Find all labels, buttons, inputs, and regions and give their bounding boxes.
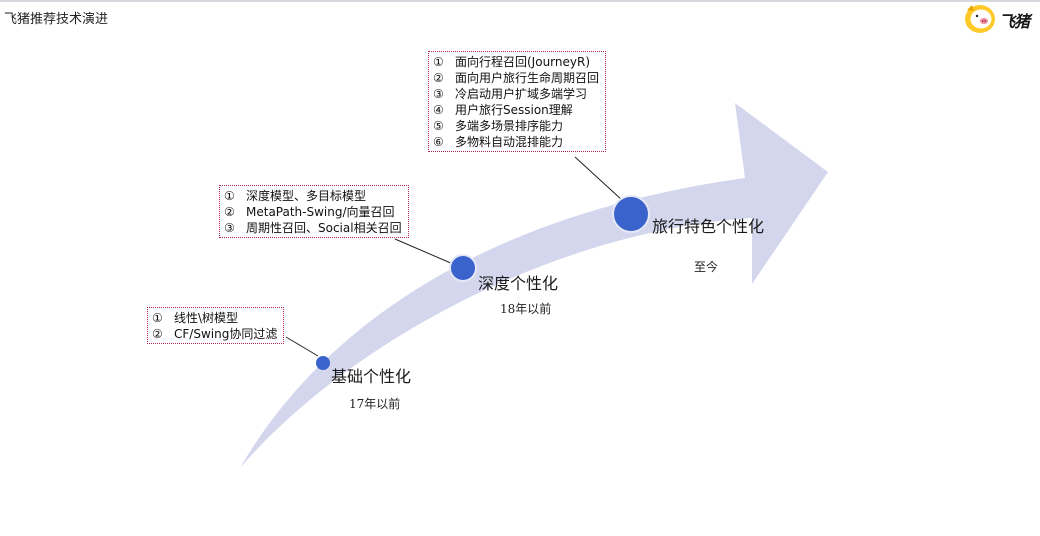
dot-basic xyxy=(316,356,330,370)
brand-logo: 飞猪 xyxy=(962,2,1040,36)
stage-time-basic: 17年以前 xyxy=(349,397,401,411)
dot-deep xyxy=(449,254,477,282)
top-border xyxy=(0,0,1040,2)
connector-deep xyxy=(394,238,454,265)
dot-travel xyxy=(612,195,650,233)
fliggy-mascot-icon xyxy=(965,5,995,33)
growth-arrow xyxy=(240,103,828,468)
stage-label-travel: 旅行特色个性化 xyxy=(652,217,765,236)
stage-label-basic: 基础个性化 xyxy=(331,367,412,386)
stage-time-deep: 18年以前 xyxy=(500,302,552,316)
logo-text: 飞猪 xyxy=(999,12,1030,31)
slide-title: 飞猪推荐技术演进 xyxy=(4,12,109,27)
stage-label-deep: 深度个性化 xyxy=(478,274,559,293)
connector-basic xyxy=(285,336,319,357)
connector-travel xyxy=(574,156,623,201)
stage-time-travel: 至今 xyxy=(694,260,719,274)
